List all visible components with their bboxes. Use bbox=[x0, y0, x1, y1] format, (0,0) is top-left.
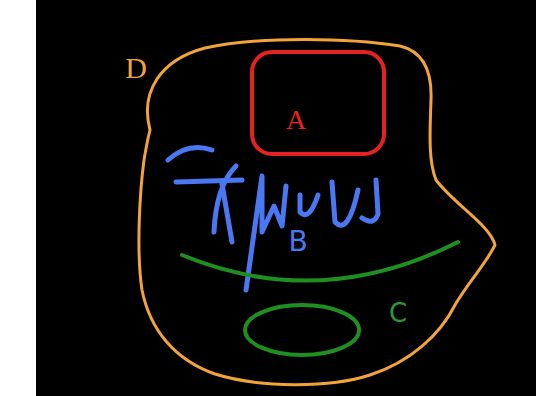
green-curve bbox=[182, 242, 458, 281]
blue-scribble bbox=[168, 148, 378, 290]
outer-region: DA bbox=[110, 30, 505, 392]
region-outline bbox=[110, 30, 505, 392]
green-ellipse bbox=[245, 305, 359, 355]
shape-letter: D bbox=[125, 51, 147, 85]
region-outline bbox=[139, 40, 495, 385]
inner-box: A bbox=[250, 50, 386, 156]
region-label: B bbox=[288, 225, 307, 258]
shape-letter: A bbox=[286, 104, 306, 136]
region-label: C bbox=[389, 298, 407, 328]
